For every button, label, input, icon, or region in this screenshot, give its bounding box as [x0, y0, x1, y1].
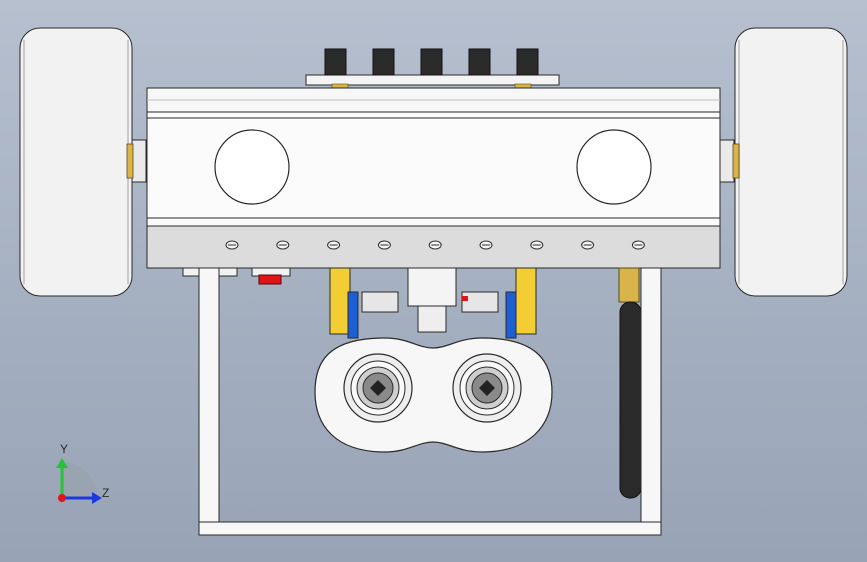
knob-5[interactable]: [516, 48, 539, 76]
rail-holes: [225, 240, 645, 250]
triad-y-label: Y: [60, 442, 69, 456]
triad-z-label: Z: [102, 486, 110, 500]
knob-2[interactable]: [372, 48, 395, 76]
right-axle-hub: [719, 139, 735, 183]
motor-shaft: [417, 305, 447, 333]
right-yellow-strip: [515, 267, 537, 335]
triad-arc: [62, 462, 98, 498]
frame-bottom-bar: [198, 521, 662, 536]
left-roller: [343, 353, 413, 423]
triad-x-axis: [58, 494, 66, 502]
left-wheel: [19, 27, 147, 297]
right-sensor-port: [576, 129, 652, 205]
underbody: [182, 267, 642, 499]
left-wheel-tire: [19, 27, 133, 297]
knob-3[interactable]: [420, 48, 443, 76]
orientation-triad: [56, 458, 102, 504]
left-component: [361, 291, 399, 313]
red-button[interactable]: [258, 274, 282, 285]
left-axle-nut: [126, 143, 134, 179]
right-roller: [452, 353, 522, 423]
switch-board-plate: [305, 74, 560, 86]
frame-right-post: [640, 267, 662, 527]
right-component: [461, 291, 499, 313]
bottom-frame: [198, 267, 662, 536]
right-wheel-tire: [734, 27, 848, 297]
motor-mount: [407, 267, 457, 307]
right-wheel: [719, 27, 848, 297]
antenna: [619, 301, 642, 499]
left-axle-hub: [131, 139, 147, 183]
knob-4[interactable]: [468, 48, 491, 76]
right-blue-strip: [505, 291, 517, 339]
frame-left-post: [198, 267, 220, 527]
small-red-led: [462, 296, 468, 301]
knob-1[interactable]: [324, 48, 347, 76]
left-sensor-port: [214, 129, 290, 205]
left-blue-strip: [347, 291, 359, 339]
antenna-connector: [618, 267, 640, 303]
main-body: [146, 87, 721, 269]
right-axle-nut: [732, 143, 740, 179]
switch-board: [305, 48, 560, 90]
left-yellow-strip: [329, 267, 351, 335]
